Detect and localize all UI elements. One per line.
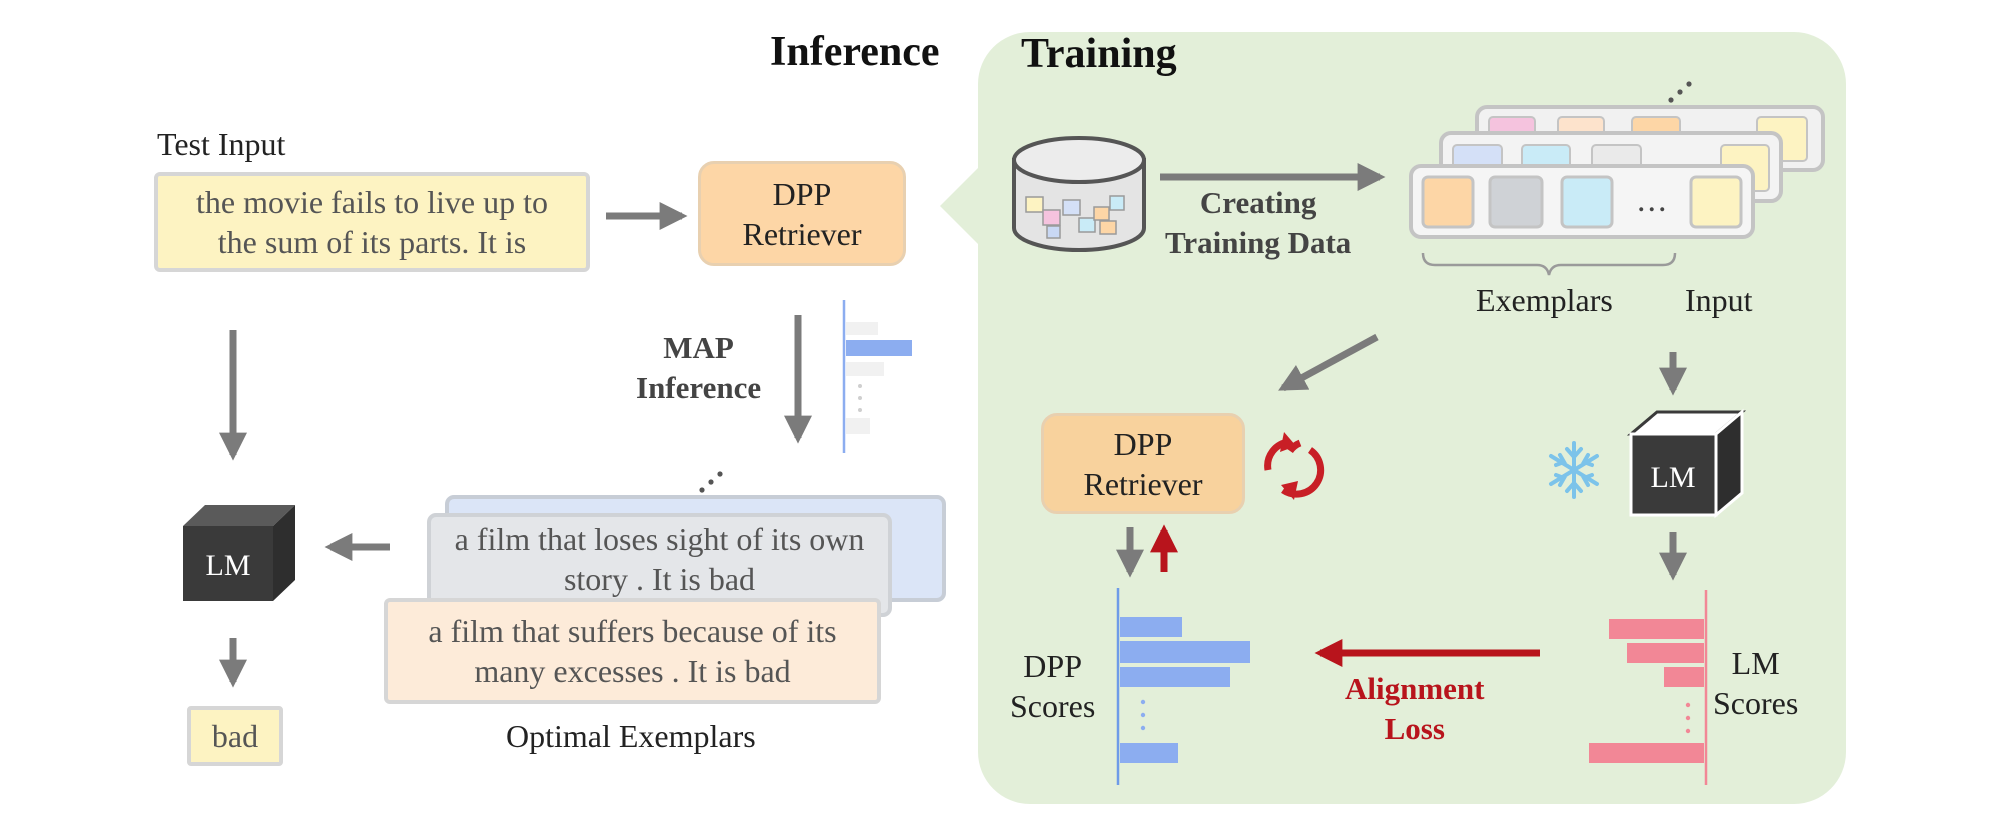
- lm-scores-label: LM Scores: [1713, 643, 1798, 723]
- retriever-label-line-2: Retriever: [742, 215, 862, 252]
- output-text: bad: [211, 718, 259, 754]
- retriever-label-line-1: DPP: [772, 175, 832, 212]
- refresh-icon: [1264, 432, 1325, 500]
- test-input-line-1: the movie fails to live up to: [196, 184, 548, 220]
- lm-scores-line-2: Scores: [1713, 685, 1799, 721]
- optimal-exemplars-label: Optimal Exemplars: [506, 718, 756, 754]
- lm-cube-icon: LM: [183, 505, 295, 601]
- training-header: Training: [1021, 31, 1177, 77]
- training-lm-cube-icon: LM: [1626, 408, 1747, 519]
- snowflake-icon: [1549, 441, 1599, 499]
- optimal-exemplar-stack: [427, 471, 946, 617]
- exemplar-back-card-text: a film that loses sight of its own story…: [431, 519, 888, 599]
- training-retriever-line-2: Retriever: [1083, 465, 1203, 502]
- exemplars-label: Exemplars: [1476, 282, 1613, 318]
- inference-header: Inference: [770, 29, 940, 75]
- lm-label: LM: [206, 549, 251, 582]
- training-lm-label: LM: [1651, 461, 1696, 494]
- dpp-scores-chart: [1116, 588, 1250, 785]
- training-dpp-retriever: DPP Retriever: [1041, 413, 1245, 514]
- test-input-box: the movie fails to live up to the sum of…: [154, 172, 590, 272]
- creating-training-data-label: Creating Training Data: [1165, 183, 1351, 263]
- creating-line-1: Creating: [1199, 185, 1317, 220]
- map-inference-score-chart: [842, 300, 912, 453]
- training-data-cards: [1409, 81, 1825, 276]
- alignment-loss-label: Alignment Loss: [1345, 669, 1485, 749]
- arrow-data-to-retriever: [1278, 333, 1379, 392]
- dpp-scores-line-2: Scores: [1010, 688, 1096, 724]
- inference-dpp-retriever: DPP Retriever: [698, 161, 906, 266]
- dpp-scores-line-1: DPP: [1023, 648, 1082, 684]
- input-label: Input: [1685, 282, 1753, 318]
- exemplar-front-line-2: many excesses . It is bad: [474, 653, 791, 689]
- creating-line-2: Training Data: [1165, 225, 1352, 260]
- output-box: bad: [187, 706, 283, 766]
- exemplar-front-line-1: a film that suffers because of its: [428, 613, 837, 649]
- training-retriever-line-1: DPP: [1113, 425, 1173, 462]
- database-icon: [1012, 136, 1146, 252]
- map-inference-line-1: MAP: [663, 330, 734, 365]
- lm-scores-line-1: LM: [1731, 645, 1780, 681]
- map-inference-label: MAP Inference: [636, 328, 761, 408]
- exemplar-back-line-1: a film that loses sight of its own: [454, 521, 865, 557]
- lm-scores-chart: [1589, 590, 1708, 785]
- training-ellipsis: ...: [1637, 182, 1669, 219]
- map-inference-line-2: Inference: [636, 370, 762, 405]
- alignment-line-2: Loss: [1384, 711, 1445, 746]
- exemplar-back-line-2: story . It is bad: [563, 561, 756, 597]
- alignment-line-1: Alignment: [1345, 671, 1485, 706]
- test-input-label: Test Input: [157, 126, 286, 162]
- exemplar-front-card: a film that suffers because of its many …: [384, 598, 881, 704]
- dpp-scores-label: DPP Scores: [1010, 646, 1095, 726]
- test-input-line-2: the sum of its parts. It is: [217, 224, 527, 260]
